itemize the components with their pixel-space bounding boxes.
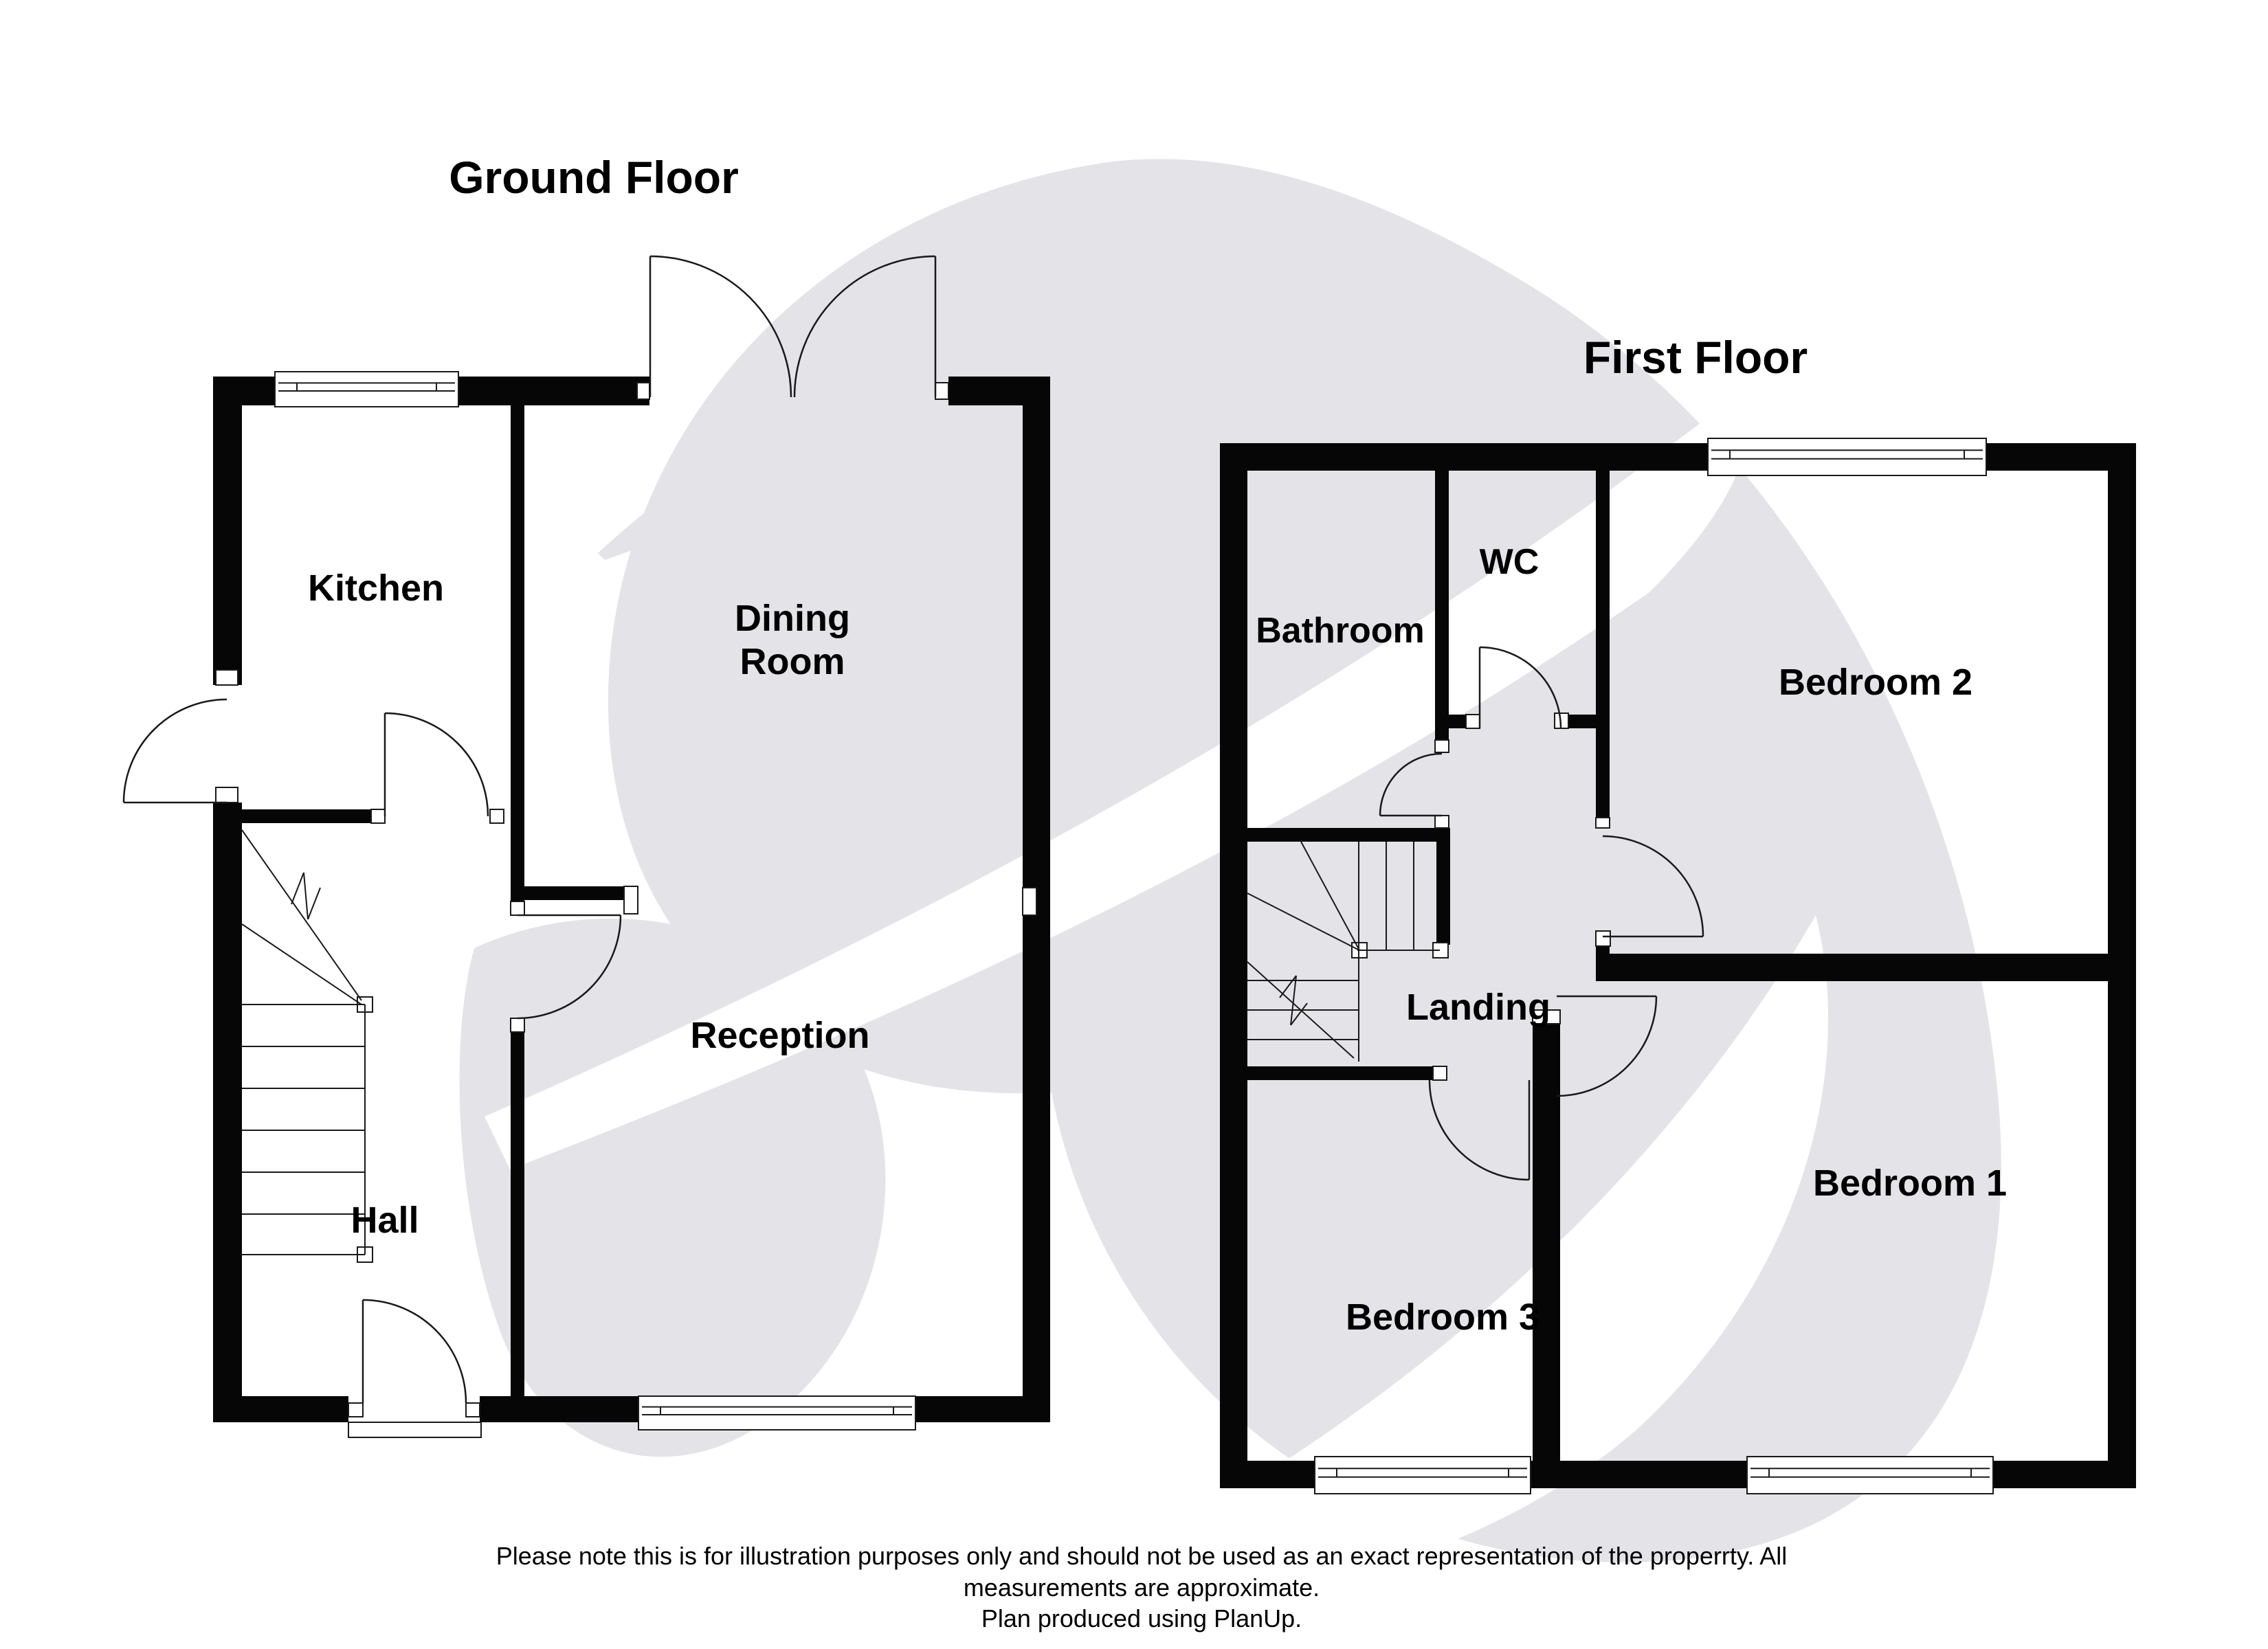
first-floor-stair-line — [1247, 961, 1355, 1059]
ground-floor-jamb — [1022, 887, 1037, 916]
first-floor-window — [1746, 1456, 1994, 1494]
ground-floor-jamb — [348, 1402, 364, 1417]
ground-floor-wall — [458, 377, 649, 405]
first-floor-jamb — [1595, 817, 1610, 829]
first-floor-wall — [1220, 1461, 1315, 1488]
ground-floor-stair-line — [307, 887, 321, 920]
first-floor-jamb — [1434, 815, 1449, 829]
bedroom3-door-swing-arc — [1428, 1079, 1530, 1181]
footer-disclaimer-line2: measurements are approximate. — [963, 1573, 1320, 1602]
first-floor-jamb — [1434, 739, 1449, 753]
ground-floor-stair-line — [241, 923, 362, 1005]
first-floor-wall — [1436, 842, 1450, 945]
ground-floor-window — [274, 371, 459, 407]
first-floor-jamb — [1465, 714, 1480, 729]
ground-floor-wall — [213, 377, 242, 685]
room-label-landing: Landing — [1406, 987, 1550, 1028]
first-floor-wall — [1531, 1461, 1747, 1488]
first-floor-stair-line — [1290, 1002, 1308, 1026]
patio-door-right-swing-arc — [793, 255, 936, 398]
ground-floor-stair-line — [303, 872, 309, 920]
ground-floor-window — [638, 1395, 916, 1431]
bedroom2-door-swing-arc — [1602, 835, 1704, 937]
bathroom-door-swing-arc — [1379, 752, 1443, 816]
wc-door-swing-arc — [1479, 646, 1562, 729]
first-floor-wall — [1247, 828, 1450, 842]
ground-floor-jamb — [465, 1402, 480, 1417]
room-label-bathroom: Bathroom — [1256, 611, 1425, 651]
ground-floor-jamb — [215, 669, 238, 686]
first-floor-title: First Floor — [1583, 332, 1808, 383]
first-floor-wall — [1568, 715, 1596, 728]
first-floor-window — [1314, 1456, 1531, 1494]
first-floor-wall — [1596, 954, 2108, 981]
ground-floor-jamb — [510, 1018, 525, 1033]
ground-floor-wall — [213, 1396, 348, 1422]
ground-floor-jamb — [935, 382, 949, 400]
side-entrance-door-swing-arc — [122, 698, 227, 803]
first-floor-wall — [1533, 1024, 1560, 1461]
watermark-swoosh-cut-1 — [485, 388, 1750, 1169]
watermark-swoosh-cut-2 — [1031, 915, 1829, 1606]
patio-door-left-swing-arc — [649, 255, 792, 398]
ground-floor-wall — [511, 1032, 524, 1396]
ground-floor-jamb — [370, 809, 386, 824]
ground-floor-title: Ground Floor — [449, 152, 739, 203]
ground-floor-jamb — [215, 787, 238, 803]
ground-floor-stair-line — [241, 829, 362, 1001]
footer-credit-line: Plan produced using PlanUp. — [981, 1604, 1302, 1633]
bedroom1-door-swing-arc — [1556, 996, 1658, 1097]
first-floor-stair-line — [1279, 975, 1297, 998]
ground-floor-jamb — [489, 809, 504, 824]
ground-floor-wall — [524, 886, 624, 900]
room-label-wc: WC — [1479, 542, 1539, 582]
ground-floor-jamb — [348, 1422, 482, 1438]
first-floor-wall — [1220, 443, 1247, 1488]
first-floor-wall — [2108, 443, 2136, 1488]
ground-floor-wall — [213, 803, 242, 1396]
first-floor-wall — [1596, 471, 1610, 818]
footer-disclaimer-line1: Please note this is for illustration pur… — [496, 1542, 1788, 1570]
first-floor-jamb — [1532, 1009, 1561, 1024]
ground-floor-wall — [480, 1396, 638, 1422]
ground-floor-wall — [241, 809, 371, 823]
room-label-dining-line1: Dining — [735, 598, 850, 639]
first-floor-stair-line — [1290, 975, 1297, 1026]
first-floor-wall — [1435, 471, 1449, 740]
room-label-kitchen: Kitchen — [307, 568, 445, 609]
first-floor-window — [1707, 438, 1987, 476]
room-label-bedroom3: Bedroom 3 — [1345, 1297, 1540, 1338]
room-label-bedroom2: Bedroom 2 — [1778, 662, 1973, 703]
watermark-beak — [598, 275, 1313, 560]
ground-floor-wall — [1023, 377, 1050, 1396]
first-floor-wall — [1449, 715, 1466, 728]
room-label-dining-line2: Room — [740, 641, 845, 682]
ground-floor-jamb — [636, 382, 650, 400]
hall-reception-door-swing-arc — [517, 915, 622, 1020]
room-label-hall: Hall — [351, 1200, 419, 1241]
first-floor-wall — [1220, 443, 1708, 471]
first-floor-jamb — [1595, 930, 1611, 947]
kitchen-door-swing-arc — [384, 712, 489, 817]
first-floor-jamb — [1432, 1066, 1447, 1081]
front-door-swing-arc — [362, 1299, 467, 1404]
room-label-reception: Reception — [690, 1015, 870, 1056]
ground-floor-jamb — [623, 886, 638, 915]
ground-floor-wall — [511, 405, 524, 901]
first-floor-wall — [1247, 1066, 1433, 1080]
ground-floor-wall — [915, 1396, 1050, 1422]
first-floor-wall — [1993, 1461, 2136, 1488]
ground-floor-jamb — [510, 901, 525, 916]
ground-floor-stair-line — [291, 872, 304, 905]
room-label-bedroom1: Bedroom 1 — [1812, 1163, 2008, 1204]
first-floor-stair-line — [1247, 893, 1360, 951]
first-floor-stair-line — [1300, 841, 1360, 951]
